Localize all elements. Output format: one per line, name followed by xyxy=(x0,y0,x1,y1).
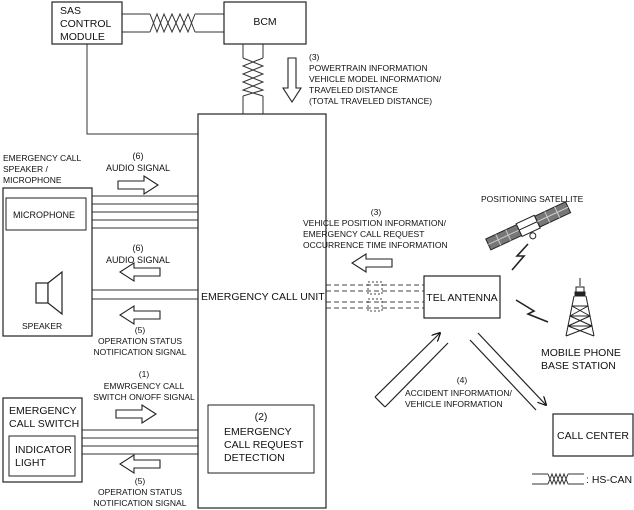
switch-signal-line-1: EMWRGENCY CALL xyxy=(104,381,185,391)
accident-arrows xyxy=(374,333,546,411)
vehicle-position-number: (3) xyxy=(371,207,382,217)
audio-signal-2-label: (6) AUDIO SIGNAL xyxy=(106,243,170,265)
vehicle-position-line-2: EMERGENCY CALL REQUEST xyxy=(303,229,424,239)
op-status-1-label: (5) OPERATION STATUS NOTIFICATION SIGNAL xyxy=(94,325,187,357)
satellite-icon xyxy=(485,201,572,251)
base-station-signal-bolt-icon xyxy=(515,299,549,323)
sas-info-label: (3) POWERTRAIN INFORMATION VEHICLE MODEL… xyxy=(309,52,442,106)
switch-label-2: CALL SWITCH xyxy=(9,418,79,430)
indicator-label-1: INDICATOR xyxy=(15,444,72,456)
call-center: CALL CENTER xyxy=(552,413,634,457)
arrow-right-switch-signal xyxy=(115,403,158,425)
base-station-tower-icon xyxy=(565,278,595,337)
detection-label-2: EMERGENCY xyxy=(224,426,292,438)
base-station-line-2: BASE STATION xyxy=(541,360,616,372)
arrow-left-op-status-2 xyxy=(118,453,161,475)
accident-info-label: (4) ACCIDENT INFORMATION/ VEHICLE INFORM… xyxy=(405,375,513,409)
ecu-label: EMERGENCY CALL UNIT xyxy=(201,291,325,303)
op-status-2-line-1: OPERATION STATUS xyxy=(98,487,182,497)
op-status-1-line-2: NOTIFICATION SIGNAL xyxy=(94,347,187,357)
vehicle-position-line-3: OCCURRENCE TIME INFORMATION xyxy=(303,240,448,250)
call-center-label: CALL CENTER xyxy=(557,430,629,442)
detection-label-1: (2) xyxy=(255,411,268,423)
satellite-signal-bolt-icon xyxy=(511,243,529,271)
sas-info-line-5: (TOTAL TRAVELED DISTANCE) xyxy=(309,96,432,106)
sas-info-line-4: TRAVELED DISTANCE xyxy=(309,85,398,95)
sas-label-1: SAS xyxy=(60,5,81,17)
arrow-right-audio-1 xyxy=(117,174,160,196)
switch-signal-number: (1) xyxy=(139,369,150,379)
sas-info-line-3: VEHICLE MODEL INFORMATION/ xyxy=(309,74,442,84)
op-status-1-line-1: OPERATION STATUS xyxy=(98,336,182,346)
emergency-call-unit: EMERGENCY CALL UNIT (2) EMERGENCY CALL R… xyxy=(197,113,327,509)
sas-label-2: CONTROL xyxy=(60,18,111,30)
accident-line-1: ACCIDENT INFORMATION/ xyxy=(405,388,513,398)
tel-antenna-label: TEL ANTENNA xyxy=(426,292,497,304)
emergency-call-switch: EMERGENCY CALL SWITCH INDICATOR LIGHT xyxy=(2,397,83,483)
accident-number: (4) xyxy=(457,375,468,385)
sas-control-module: SAS CONTROL MODULE xyxy=(51,1,123,45)
legend: : HS-CAN xyxy=(532,472,632,486)
hs-can-symbol-icon xyxy=(532,472,584,486)
speaker-group-line-1: EMERGENCY CALL xyxy=(3,153,82,163)
arrow-left-vehicle-position xyxy=(350,252,393,274)
speaker-group-line-2: SPEAKER / xyxy=(3,164,49,174)
signal-arrows xyxy=(115,57,393,475)
op-status-1-number: (5) xyxy=(135,325,146,335)
vehicle-position-label: (3) VEHICLE POSITION INFORMATION/ EMERGE… xyxy=(303,207,448,250)
accident-line-2: VEHICLE INFORMATION xyxy=(405,399,503,409)
base-station-label: MOBILE PHONE BASE STATION xyxy=(541,347,621,372)
op-status-2-label: (5) OPERATION STATUS NOTIFICATION SIGNAL xyxy=(94,476,187,508)
sas-info-line-1: (3) xyxy=(309,52,320,62)
legend-label: : HS-CAN xyxy=(586,474,632,486)
audio-1-number: (6) xyxy=(133,151,144,161)
audio-2-text: AUDIO SIGNAL xyxy=(106,255,170,265)
audio-2-number: (6) xyxy=(133,243,144,253)
indicator-label-2: LIGHT xyxy=(15,457,47,469)
base-station-line-1: MOBILE PHONE xyxy=(541,347,621,359)
speaker-group-line-3: MICROPHONE xyxy=(3,175,62,185)
vehicle-position-line-1: VEHICLE POSITION INFORMATION/ xyxy=(303,218,447,228)
audio-signal-1-label: (6) AUDIO SIGNAL xyxy=(106,151,170,173)
op-status-2-line-2: NOTIFICATION SIGNAL xyxy=(94,498,187,508)
switch-signal-label: (1) EMWRGENCY CALL SWITCH ON/OFF SIGNAL xyxy=(93,369,195,402)
detection-label-3: CALL REQUEST xyxy=(224,439,304,451)
speaker-group-label: EMERGENCY CALL SPEAKER / MICROPHONE xyxy=(3,153,82,185)
speaker-microphone-unit: MICROPHONE SPEAKER xyxy=(2,187,93,337)
coax-cables xyxy=(326,281,424,312)
sas-label-3: MODULE xyxy=(60,31,105,43)
arrow-left-op-status-1 xyxy=(118,304,161,326)
sas-info-line-2: POWERTRAIN INFORMATION xyxy=(309,63,428,73)
bcm-label: BCM xyxy=(253,16,276,28)
audio-1-text: AUDIO SIGNAL xyxy=(106,163,170,173)
speaker-label: SPEAKER xyxy=(22,321,62,331)
microphone-label: MICROPHONE xyxy=(13,210,75,220)
speaker-icon xyxy=(35,270,63,316)
op-status-2-number: (5) xyxy=(135,476,146,486)
bcm: BCM xyxy=(223,1,307,45)
arrow-left-audio-2 xyxy=(118,261,161,283)
detection-label-4: DETECTION xyxy=(224,452,285,464)
tel-antenna: TEL ANTENNA xyxy=(423,275,501,319)
switch-signal-line-2: SWITCH ON/OFF SIGNAL xyxy=(93,392,195,402)
arrow-down-powertrain xyxy=(281,57,303,104)
wiring xyxy=(82,12,265,455)
switch-label-1: EMERGENCY xyxy=(9,405,77,417)
satellite-label: POSITIONING SATELLITE xyxy=(481,194,584,204)
